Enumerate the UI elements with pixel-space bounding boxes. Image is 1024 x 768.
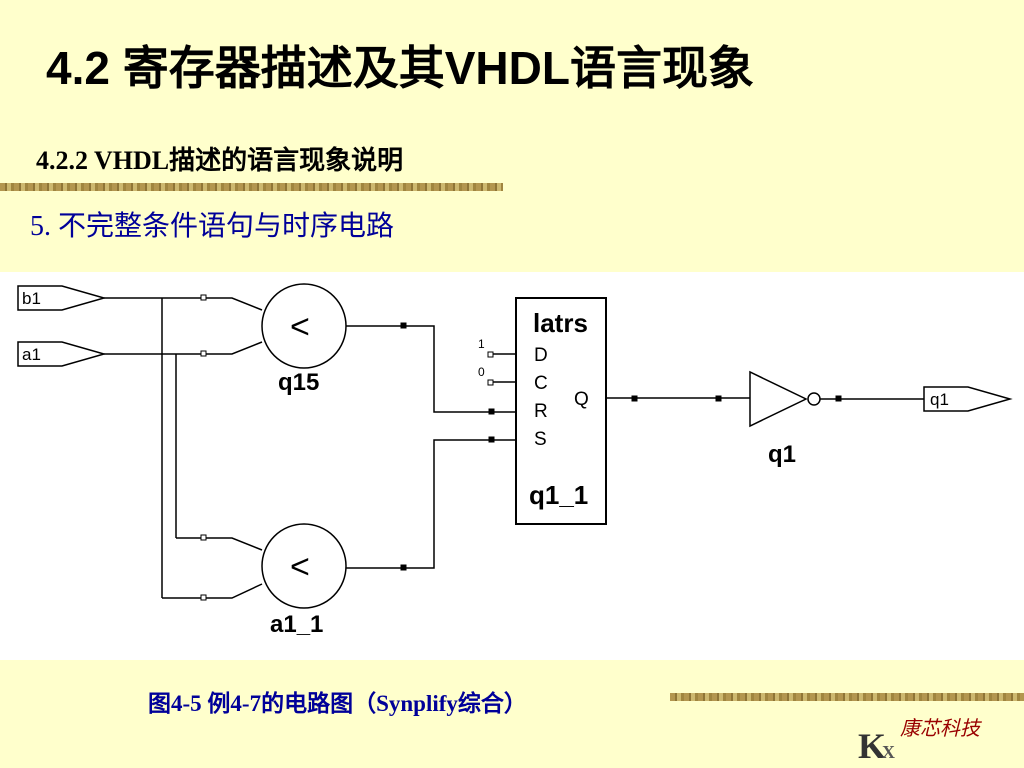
input-label-a1: a1 <box>22 345 41 364</box>
brand-name: 康芯科技 <box>900 718 980 740</box>
kx-logo: K X <box>858 726 895 762</box>
decorative-bar-bottom <box>670 693 1024 701</box>
inverter-q1 <box>749 370 808 428</box>
inverter-bubble <box>807 392 821 406</box>
const-input-1: 1 <box>478 337 485 351</box>
decorative-bar-top <box>0 183 503 191</box>
latch-pin-r: R <box>534 401 548 422</box>
input-port-b1 <box>17 285 107 311</box>
latch-name: latrs <box>533 308 588 338</box>
circuit-diagram: b1 a1 < q15 < a1_1 1 0 latrs D C R S Q q… <box>0 272 1024 660</box>
slide-title: 4.2 寄存器描述及其VHDL语言现象 <box>46 42 754 94</box>
latch-pin-d: D <box>534 345 548 366</box>
latch-pin-s: S <box>534 429 547 450</box>
logo-letter-x: X <box>882 742 895 762</box>
comparator-symbol-q15: < <box>290 308 310 346</box>
comparator-symbol-a1-1: < <box>290 548 310 586</box>
slide-subtitle: 4.2.2 VHDL描述的语言现象说明 <box>36 146 404 175</box>
latch-latrs <box>515 297 607 525</box>
latch-instance: q1_1 <box>529 480 588 510</box>
latch-pin-c: C <box>534 373 548 394</box>
latch-pin-q: Q <box>574 389 589 410</box>
input-port-a1 <box>17 341 107 367</box>
comparator-a1-1 <box>261 523 347 609</box>
const-input-0: 0 <box>478 365 485 379</box>
figure-caption: 图4-5 例4-7的电路图（Synplify综合） <box>148 691 527 716</box>
section-heading: 5. 不完整条件语句与时序电路 <box>30 211 395 242</box>
comparator-label-q15: q15 <box>278 369 319 396</box>
inverter-label: q1 <box>768 441 796 468</box>
output-label-q1: q1 <box>930 390 949 409</box>
output-port-q1 <box>923 386 1013 412</box>
input-label-b1: b1 <box>22 289 41 308</box>
logo-letter-k: K <box>858 726 886 762</box>
comparator-label-a1-1: a1_1 <box>270 611 323 638</box>
circuit-svg: b1 a1 < q15 < a1_1 1 0 latrs D C R S Q q… <box>17 283 1013 638</box>
